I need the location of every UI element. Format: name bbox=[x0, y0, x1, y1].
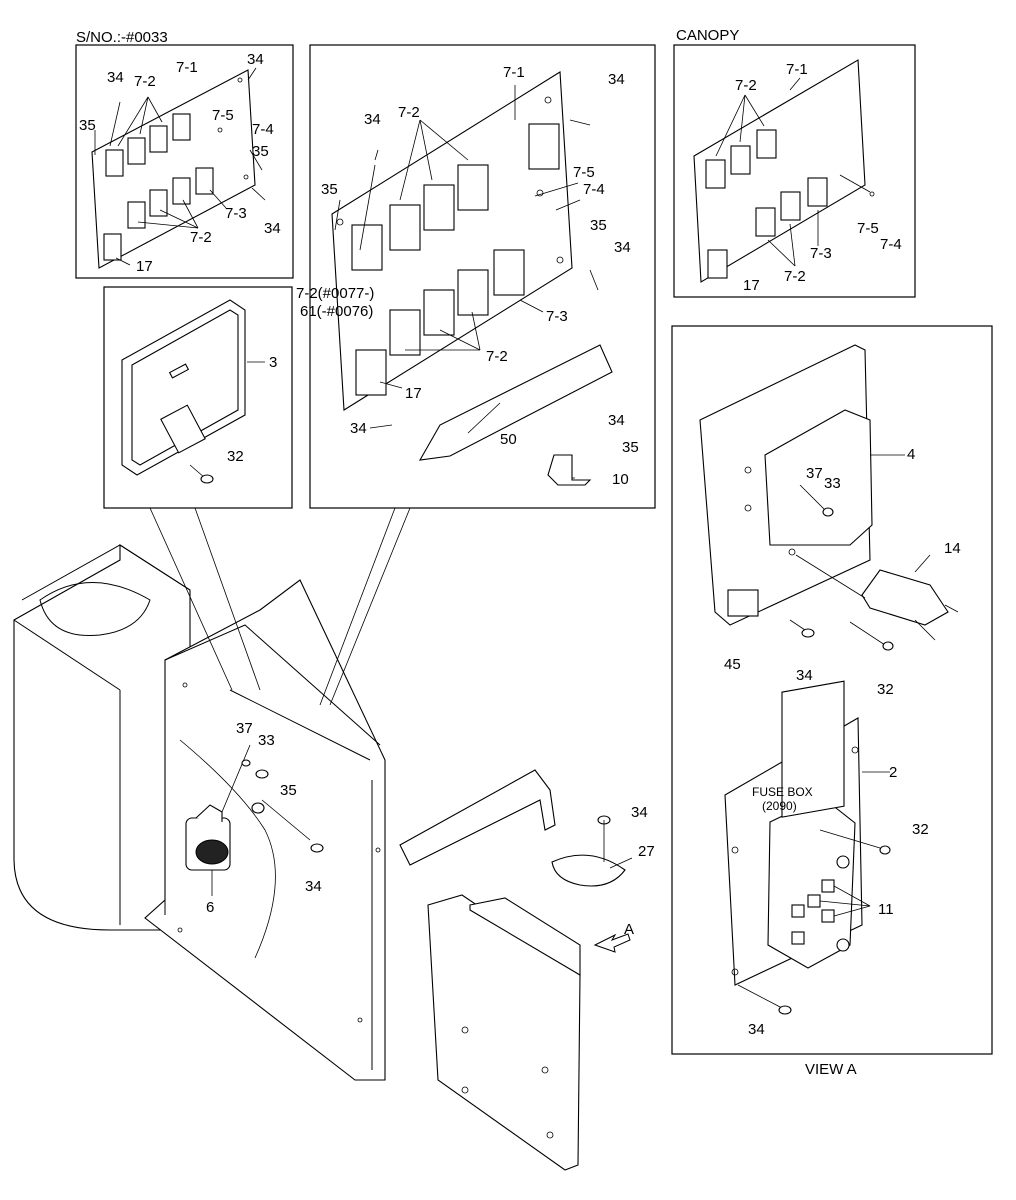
callout-7-4: 7-4 bbox=[583, 181, 605, 198]
callout-35: 35 bbox=[590, 217, 607, 234]
callout-37: 37 bbox=[236, 720, 253, 737]
main-panel-callouts: 7-1 34 7-2 34 7-5 7-4 35 35 34 7-2(#0077… bbox=[296, 64, 639, 488]
callout-35: 35 bbox=[622, 439, 639, 456]
callout-34: 34 bbox=[305, 878, 322, 895]
callout-34: 34 bbox=[631, 804, 648, 821]
callout-7-2: 7-2 bbox=[134, 73, 156, 90]
callout-34: 34 bbox=[608, 71, 625, 88]
callout-17: 17 bbox=[743, 277, 760, 294]
fuse-box-label: FUSE BOX bbox=[752, 785, 813, 799]
callout-7-2: 7-2 bbox=[735, 77, 757, 94]
callout-61-serial-note: 61(-#0076) bbox=[300, 303, 373, 320]
callout-45: 45 bbox=[724, 656, 741, 673]
view-a-upper-bracket bbox=[699, 344, 959, 651]
callout-7-4: 7-4 bbox=[880, 236, 902, 253]
callout-11: 11 bbox=[878, 901, 894, 918]
sn-panel-title: S/NO.:-#0033 bbox=[76, 29, 168, 46]
callout-2: 2 bbox=[889, 764, 897, 781]
callout-7-3: 7-3 bbox=[546, 308, 568, 325]
callout-7-2-serial-note: 7-2(#0077-) bbox=[296, 285, 374, 302]
callout-14: 14 bbox=[944, 540, 961, 557]
callout-35: 35 bbox=[79, 117, 96, 134]
callout-7-2: 7-2 bbox=[784, 268, 806, 285]
callout-34: 34 bbox=[264, 220, 281, 237]
callout-32: 32 bbox=[912, 821, 929, 838]
callout-34: 34 bbox=[350, 420, 367, 437]
callout-33: 33 bbox=[824, 475, 841, 492]
seat-base-housing bbox=[13, 507, 633, 1171]
callout-10: 10 bbox=[612, 471, 629, 488]
callout-35: 35 bbox=[321, 181, 338, 198]
callout-7-2: 7-2 bbox=[486, 348, 508, 365]
callout-17: 17 bbox=[136, 258, 153, 275]
callout-7-5: 7-5 bbox=[857, 220, 879, 237]
callout-32: 32 bbox=[227, 448, 244, 465]
callout-37: 37 bbox=[806, 465, 823, 482]
canopy-detail-frame bbox=[673, 44, 916, 298]
callout-35: 35 bbox=[280, 782, 297, 799]
callout-34: 34 bbox=[364, 111, 381, 128]
view-a-fuse-plate bbox=[724, 680, 891, 1015]
body-callouts: 37 33 35 34 6 34 27 A bbox=[206, 720, 655, 938]
view-a-title: VIEW A bbox=[805, 1061, 857, 1078]
callout-7-3: 7-3 bbox=[225, 205, 247, 222]
callout-34: 34 bbox=[796, 667, 813, 684]
callout-3: 3 bbox=[269, 354, 277, 371]
callout-34: 34 bbox=[247, 51, 264, 68]
callout-7-1: 7-1 bbox=[176, 59, 198, 76]
main-relay-frame bbox=[309, 44, 656, 509]
callout-7-4: 7-4 bbox=[252, 121, 274, 138]
ecu-controller bbox=[121, 299, 265, 484]
callout-6: 6 bbox=[206, 899, 214, 916]
callout-27: 27 bbox=[638, 843, 655, 860]
callout-7-1: 7-1 bbox=[503, 64, 525, 81]
callout-7-1: 7-1 bbox=[786, 61, 808, 78]
callout-50: 50 bbox=[500, 431, 517, 448]
canopy-panel-title: CANOPY bbox=[676, 27, 739, 44]
view-a-arrow-label: A bbox=[624, 921, 634, 938]
sn-detail-frame bbox=[75, 44, 294, 279]
callout-4: 4 bbox=[907, 446, 915, 463]
ecu-detail-frame bbox=[103, 286, 293, 509]
callout-17: 17 bbox=[405, 385, 422, 402]
sn-panel-callouts: 34 34 7-2 7-1 35 7-5 7-4 35 7-3 34 7-2 1… bbox=[79, 51, 281, 275]
fuse-box-code: (2090) bbox=[762, 799, 797, 813]
main-relay-plate bbox=[331, 71, 613, 486]
callout-7-5: 7-5 bbox=[573, 164, 595, 181]
callout-34: 34 bbox=[614, 239, 631, 256]
callout-35: 35 bbox=[252, 143, 269, 160]
ecu-panel-callouts: 3 32 bbox=[227, 354, 277, 465]
callout-34: 34 bbox=[748, 1021, 765, 1038]
view-a-frame bbox=[671, 325, 993, 1055]
callout-7-3: 7-3 bbox=[810, 245, 832, 262]
view-a-callouts: 4 37 33 14 45 34 32 2 FUSE BOX (2090) 32… bbox=[724, 446, 961, 1038]
callout-34: 34 bbox=[107, 69, 124, 86]
sn-relay-plate bbox=[91, 67, 266, 269]
canopy-panel-callouts: 7-2 7-1 7-5 7-4 7-3 7-2 17 bbox=[735, 61, 902, 294]
callout-7-2: 7-2 bbox=[398, 104, 420, 121]
callout-32: 32 bbox=[877, 681, 894, 698]
callout-7-2: 7-2 bbox=[190, 229, 212, 246]
callout-33: 33 bbox=[258, 732, 275, 749]
canopy-relay-plate bbox=[693, 59, 875, 283]
callout-7-5: 7-5 bbox=[212, 107, 234, 124]
callout-34: 34 bbox=[608, 412, 625, 429]
